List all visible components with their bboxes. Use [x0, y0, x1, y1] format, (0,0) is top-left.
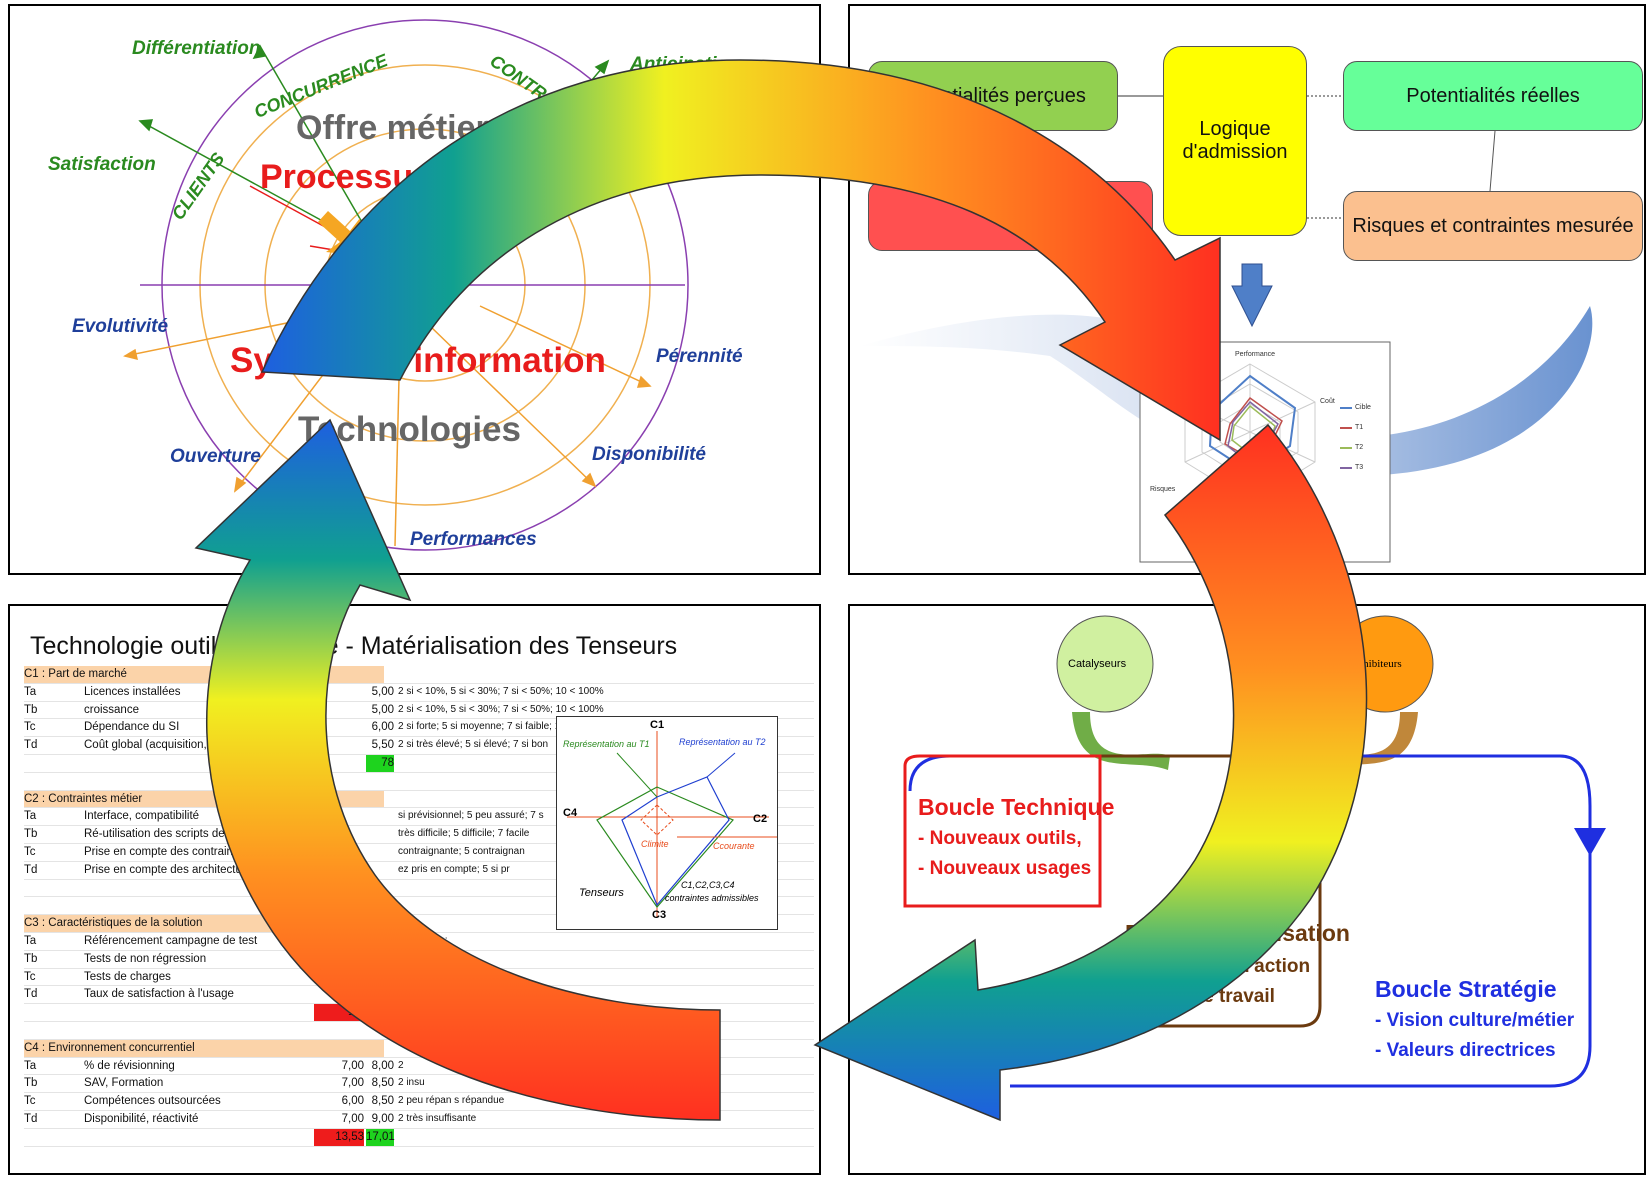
target-diagram: [123, 19, 689, 551]
strategy-loop-item-2: - Valeurs directrices: [1375, 1040, 1556, 1061]
panel-admission-logic: Potentialités perçues Logique d'admissio…: [848, 4, 1646, 575]
strategy-loop-title: Boucle Stratégie: [1375, 976, 1557, 1002]
box-potentialites-reelles: Potentialités réelles: [1343, 61, 1643, 131]
tensor-c2: C2: [753, 813, 768, 825]
panel-information-system-target: Offre métier Processus Système d'informa…: [8, 4, 821, 575]
label-performances: Performances: [410, 529, 537, 550]
logique-line1: Logique: [1199, 118, 1271, 140]
label-differentiation: Différentiation: [132, 38, 261, 59]
total-row: 12,: [24, 1004, 814, 1022]
box-logique-admission: Logique d'admission: [1163, 46, 1307, 236]
center-bottom-label: Technologies: [298, 410, 521, 449]
catalyseurs-label: Catalyseurs: [1068, 658, 1127, 670]
center-si-label: Système d'information: [230, 341, 606, 380]
label-disponibilite: Disponibilité: [592, 444, 706, 465]
sheet-title: Technologie outillée étudiée - Matériali…: [30, 632, 678, 660]
logique-line2: d'admission: [1182, 141, 1288, 163]
tensor-c1: C1: [650, 719, 665, 731]
box-risques: Risques et contraintes mesurée: [1343, 191, 1643, 261]
tech-loop-title: Boucle Technique: [918, 794, 1115, 820]
section-header: C4 : Environnement concurrentiel: [24, 1039, 814, 1058]
label-anticipation: Anticipation: [630, 54, 740, 75]
strategy-loop-item-1: - Vision culture/métier: [1375, 1010, 1575, 1031]
tensor-ccourante: Ccourante: [713, 841, 755, 851]
pointer-icon: [318, 211, 362, 256]
tensor-inset: C1 C2 C3 C4 Représentation au T1 Représe…: [556, 716, 778, 930]
radar-legend-3: T2: [1355, 444, 1364, 451]
tensor-contraintes-1: C1,C2,C3,C4: [681, 880, 735, 890]
center-mid-label: Processus: [260, 158, 432, 196]
radar-legend-4: T3: [1355, 464, 1364, 471]
box-potentialites-percues: Potentialités perçues: [868, 61, 1118, 131]
strategy-arrow-icon: [1574, 828, 1606, 856]
tech-loop-item-1: - Nouveaux outils,: [918, 828, 1082, 849]
tensor-tenseurs: Tenseurs: [579, 887, 624, 899]
panel-loops: Catalyseurs Inhibiteurs Boucle Technique…: [848, 604, 1646, 1175]
org-loop-item-2: - Mode de travail: [1125, 986, 1275, 1007]
radar-legend-2: T1: [1355, 424, 1364, 431]
label-perennite: Pérennité: [656, 346, 743, 367]
tensor-rep-t1: Représentation au T1: [563, 739, 650, 749]
down-arrow-icon: [1231, 263, 1273, 328]
tech-loop-item-2: - Nouveaux usages: [918, 858, 1092, 879]
radar-legend-1: Cible: [1355, 404, 1371, 411]
catalyseurs-arrow: [1072, 712, 1170, 770]
org-loop-title: Boucle Organisation: [1125, 920, 1350, 946]
tensor-c4: C4: [563, 807, 578, 819]
radar-right-label: Coût: [1320, 398, 1335, 405]
radar-left-label: Risques: [1150, 486, 1176, 493]
inhibiteurs-label: Inhibiteurs: [1354, 658, 1402, 670]
org-loop-item-1: - Processus d'action: [1125, 956, 1311, 977]
loops-diagram: [903, 615, 1606, 1088]
tensor-contraintes-2: contraintes admissibles: [665, 893, 759, 903]
section-header: C1 : Part de marché: [24, 666, 814, 684]
organization-arrow-icon: [1304, 820, 1336, 856]
tensor-climite: Climite: [641, 839, 669, 849]
inhibiteurs-arrow: [1320, 712, 1418, 770]
radar-top-label: Performance: [1235, 351, 1276, 358]
panel-tensor-spreadsheet: Technologie outillée étudiée - Matériali…: [8, 604, 821, 1175]
label-ouverture: Ouverture: [170, 446, 261, 467]
label-satisfaction: Satisfaction: [48, 154, 156, 175]
tensor-c3: C3: [652, 909, 667, 921]
label-evolutivite: Evolutivité: [72, 316, 169, 337]
box-red-hidden: [868, 181, 1153, 251]
tensor-rep-t2: Représentation au T2: [679, 737, 766, 747]
center-top-label: Offre métier: [296, 109, 489, 147]
